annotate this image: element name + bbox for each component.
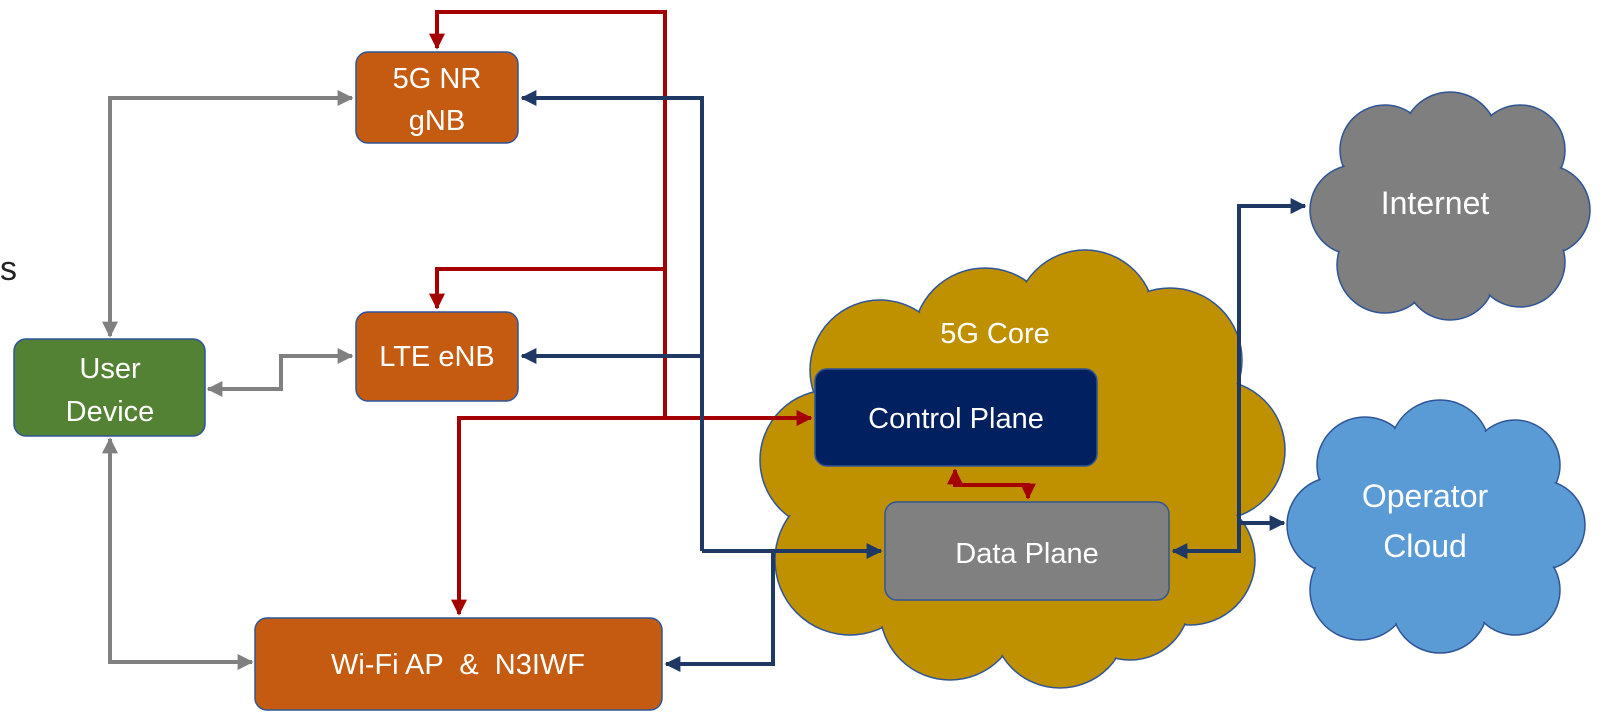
core-label: 5G Core [940, 318, 1050, 350]
data-plane-box[interactable]: Data Plane [884, 501, 1170, 601]
control-link-gnb [429, 10, 667, 418]
data-links [520, 90, 1307, 672]
control-plane-label: Control Plane [868, 403, 1044, 435]
cut-off-text: s [0, 250, 17, 288]
user-device-label-line2: Device [66, 396, 155, 428]
gnb-box[interactable]: 5G NR gNB [355, 51, 519, 144]
control-link-wifi [451, 416, 665, 616]
control-links [429, 10, 1036, 616]
control-data-plane-link [947, 468, 1036, 500]
user-device-box[interactable]: User Device [13, 338, 206, 437]
data-link-internet [1171, 198, 1307, 559]
control-link-enb [429, 267, 665, 310]
operator-cloud-label-line2: Cloud [1383, 528, 1467, 564]
data-link-wifi [664, 551, 775, 672]
enb-box[interactable]: LTE eNB [355, 311, 519, 402]
data-link-gnb [520, 90, 704, 551]
user-device-label-line1: User [79, 353, 141, 385]
radio-link-enb [206, 348, 354, 397]
gnb-label-line1: 5G NR [393, 63, 482, 95]
operator-cloud-label-line1: Operator [1362, 478, 1489, 514]
radio-links [102, 90, 354, 670]
gnb-label-line2: gNB [409, 105, 465, 137]
data-plane-label: Data Plane [955, 538, 1099, 570]
data-link-operator [1237, 515, 1286, 551]
internet-cloud[interactable]: Internet [1309, 91, 1591, 321]
wifi-ap-label: Wi-Fi AP & N3IWF [331, 649, 585, 681]
control-plane-box[interactable]: Control Plane [814, 368, 1098, 467]
enb-label: LTE eNB [379, 341, 495, 373]
core-cloud: 5G Core [759, 249, 1286, 689]
radio-link-gnb [102, 90, 354, 338]
operator-cloud[interactable]: Operator Cloud [1286, 399, 1586, 654]
radio-link-wifi [102, 437, 254, 670]
internet-label: Internet [1381, 185, 1490, 221]
wifi-ap-box[interactable]: Wi-Fi AP & N3IWF [254, 617, 663, 711]
